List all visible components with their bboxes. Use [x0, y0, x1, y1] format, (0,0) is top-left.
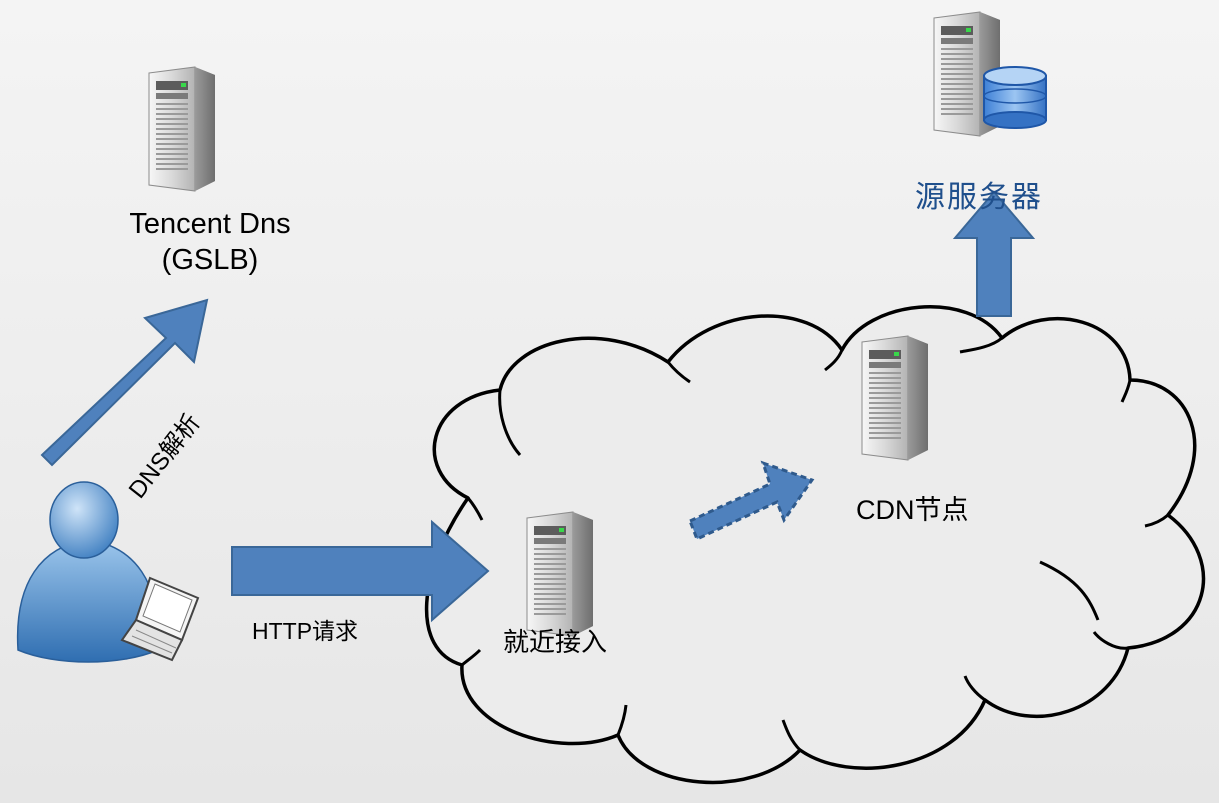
http-request-label: HTTP请求: [252, 618, 359, 644]
dns-server-label-line1: Tencent Dns: [129, 208, 291, 240]
cdn-node-server-icon: [861, 335, 929, 461]
origin-server-label: 源服务器: [915, 180, 1043, 215]
edge-to-cdn-arrow: [688, 460, 815, 542]
dns-server-label: Tencent Dns (GSLB): [95, 206, 325, 278]
cloud-bumps: [461, 336, 1169, 752]
http-request-arrow: [231, 519, 490, 623]
edge-node-server-icon: [526, 511, 594, 637]
laptop-icon: [120, 576, 200, 662]
dns-resolve-arrow: [40, 298, 209, 467]
cdn-node-label: CDN节点: [856, 495, 969, 525]
cdn-network-cloud: [424, 305, 1206, 785]
edge-node-label: 就近接入: [503, 627, 608, 657]
dns-server-label-line2: (GSLB): [161, 244, 259, 276]
dns-server-icon: [148, 66, 216, 192]
database-icon: [983, 66, 1047, 129]
user-icon: [16, 481, 160, 663]
cdn-to-origin-arrow: [952, 190, 1036, 317]
